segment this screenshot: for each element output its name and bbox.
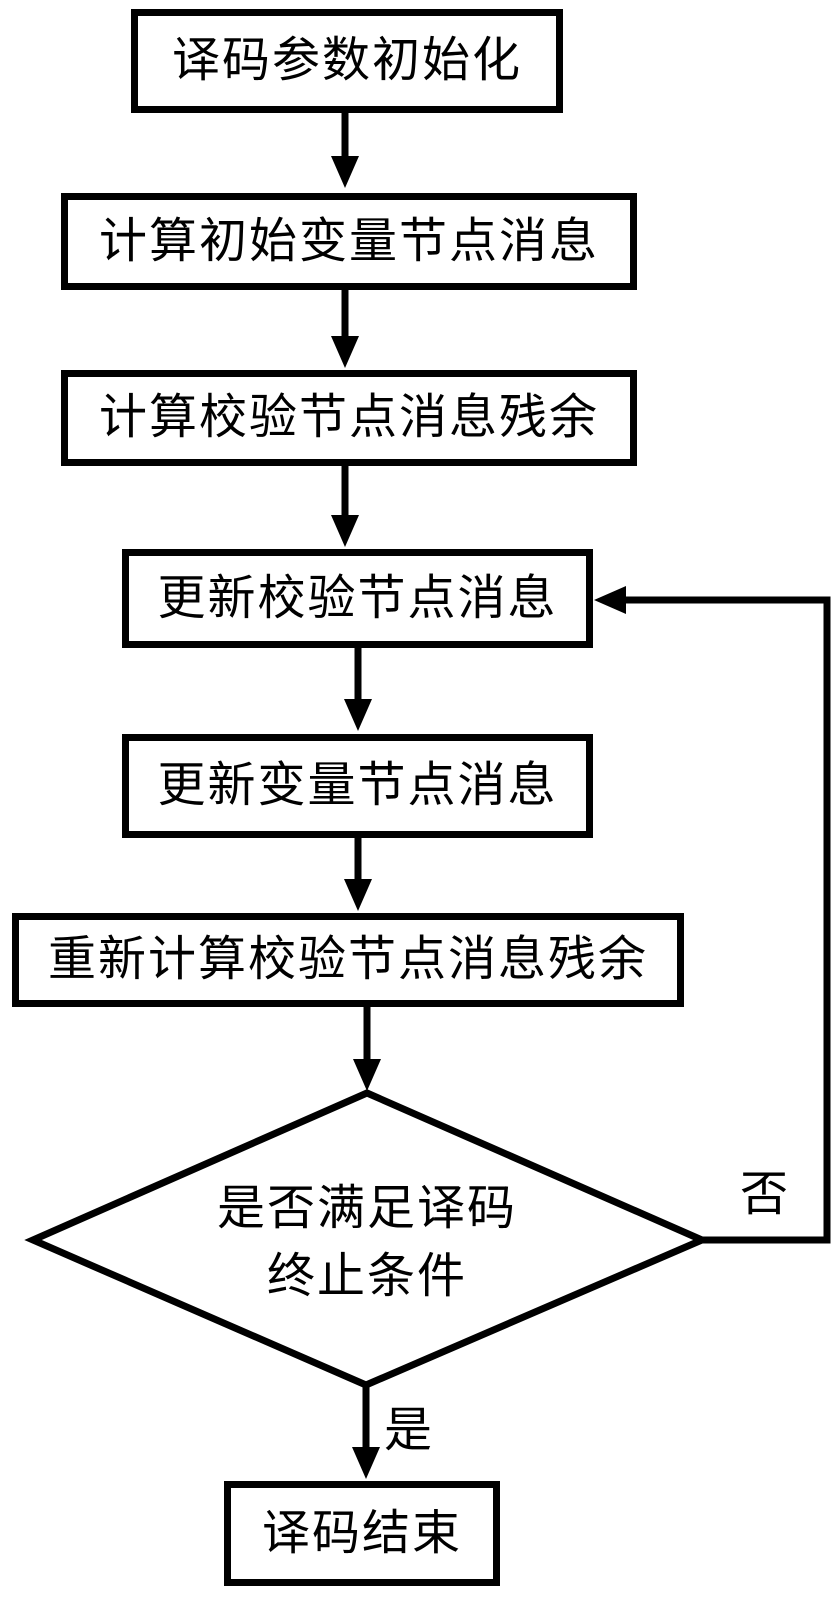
node-calc-initial-variable-msg-label: 计算初始变量节点消息: [98, 212, 599, 269]
node-update-variable-msg-label: 更新变量节点消息: [157, 757, 558, 814]
arrow-residual-to-update-check: [331, 464, 359, 547]
arrow-update-variable-to-recalc: [344, 836, 372, 911]
edge-label-no: 否: [740, 1166, 789, 1222]
node-recalc-check-msg-residual: 重新计算校验节点消息残余: [12, 913, 684, 1007]
node-recalc-check-msg-residual-label: 重新计算校验节点消息残余: [47, 931, 648, 988]
arrow-decision-yes-to-end: [352, 1383, 380, 1479]
node-calc-check-msg-residual: 计算校验节点消息残余: [61, 370, 637, 466]
arrow-decision-no-feedback: [594, 586, 831, 1244]
node-end: 译码结束: [224, 1481, 500, 1586]
node-calc-check-msg-residual-label: 计算校验节点消息残余: [98, 389, 599, 446]
node-init: 译码参数初始化: [131, 9, 563, 113]
node-update-check-msg-label: 更新校验节点消息: [157, 569, 558, 626]
node-termination-decision-label: 是否满足译码 终止条件: [216, 1180, 517, 1304]
node-update-check-msg: 更新校验节点消息: [122, 549, 593, 648]
arrow-calc-initial-to-residual: [331, 288, 359, 368]
node-update-variable-msg: 更新变量节点消息: [122, 734, 593, 838]
node-end-label: 译码结束: [261, 1504, 462, 1561]
node-calc-initial-variable-msg: 计算初始变量节点消息: [61, 193, 637, 290]
arrow-init-to-calc-initial: [331, 110, 359, 188]
arrow-recalc-to-decision: [353, 1005, 381, 1091]
arrow-update-check-to-update-variable: [344, 648, 372, 731]
node-init-label: 译码参数初始化: [171, 32, 522, 89]
edge-label-yes: 是: [384, 1402, 433, 1458]
